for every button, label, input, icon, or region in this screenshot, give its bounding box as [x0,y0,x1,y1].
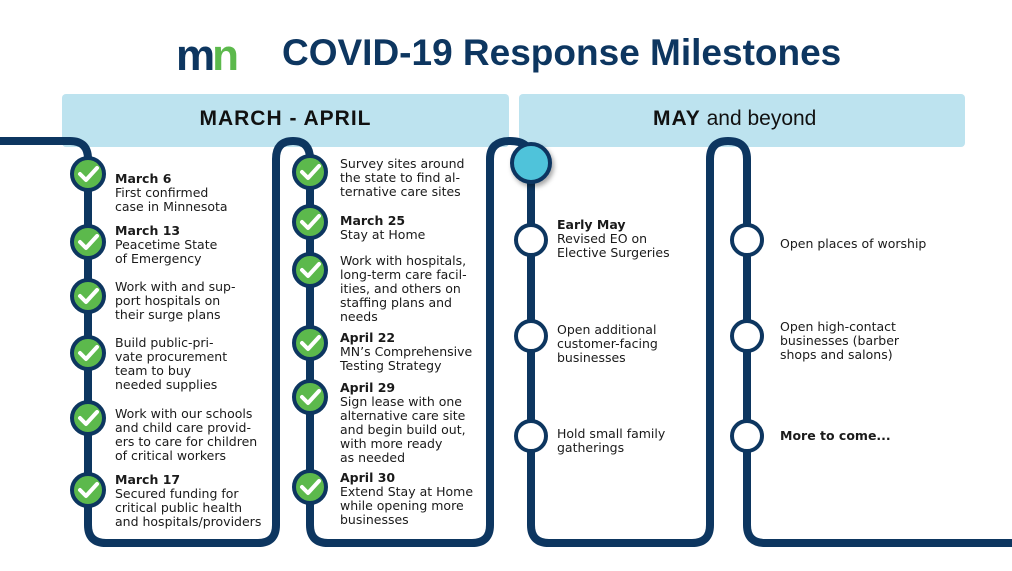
mn-logo: mn [176,34,239,78]
milestone-date: Early May [557,217,626,232]
milestone-text: Build public-pri- vate procurement team … [115,335,228,392]
milestone-text: Revised EO on Elective Surgeries [557,231,670,260]
milestone-text: Work with hospitals, long-term care faci… [340,253,467,324]
open-circle-icon [514,223,548,257]
logo-m: m [176,31,215,80]
open-circle-icon [514,419,548,453]
check-circle-icon [292,379,328,415]
milestone-item: More to come... [780,429,891,443]
open-circle-icon [730,223,764,257]
page-title: COVID-19 Response Milestones [282,32,842,73]
milestone-item: Work with our schools and child care pro… [115,407,257,463]
milestone-item: Build public-pri- vate procurement team … [115,336,227,392]
milestone-text: Survey sites around the state to find al… [340,156,465,199]
check-circle-icon [70,472,106,508]
timeline-line [0,136,1012,547]
check-circle-icon [70,335,106,371]
check-circle-icon [70,224,106,260]
period-header-march-april: MARCH - APRIL [62,94,509,147]
milestone-text: Stay at Home [340,227,426,242]
milestone-date: March 6 [115,171,172,186]
check-circle-icon [292,325,328,361]
period-may: MAY [653,107,701,130]
milestone-date: March 13 [115,223,181,238]
milestone-item: Open places of worship [780,237,926,251]
current-position-marker [510,142,552,184]
check-circle-icon [70,400,106,436]
milestone-text: Hold small family gatherings [557,426,666,455]
check-circle-icon [292,469,328,505]
period-beyond: and beyond [700,107,817,130]
check-circle-icon [292,154,328,190]
milestone-item: Work with hospitals, long-term care faci… [340,254,467,324]
logo-n: n [212,31,239,80]
milestone-text: Secured funding for critical public heal… [115,486,262,529]
check-circle-icon [70,156,106,192]
milestone-item: Open additional customer-facing business… [557,323,658,365]
check-circle-icon [292,204,328,240]
milestone-text: Work with our schools and child care pro… [115,406,258,463]
milestone-date: April 29 [340,380,396,395]
milestone-item: Work with and sup- port hospitals on the… [115,280,236,322]
milestone-item: Hold small family gatherings [557,427,665,455]
milestone-text: First confirmed case in Minnesota [115,185,228,214]
milestone-text: Sign lease with one alternative care sit… [340,394,466,465]
milestone-text: Extend Stay at Home while opening more b… [340,484,474,527]
milestone-text: Open additional customer-facing business… [557,322,658,365]
milestone-date: March 17 [115,472,181,487]
milestone-text: MN’s Comprehensive Testing Strategy [340,344,473,373]
milestone-item: Open high-contact businesses (barber sho… [780,320,899,362]
period-header-may-beyond: MAY and beyond [519,94,965,147]
milestone-text: Peacetime State of Emergency [115,237,218,266]
milestone-date: April 30 [340,470,396,485]
milestone-date: April 22 [340,330,396,345]
milestone-text: Work with and sup- port hospitals on the… [115,279,236,322]
check-circle-icon [292,252,328,288]
milestone-item: Survey sites around the state to find al… [340,157,464,199]
open-circle-icon [514,319,548,353]
milestone-text: Open high-contact businesses (barber sho… [780,319,900,362]
open-circle-icon [730,419,764,453]
milestone-date: March 25 [340,213,406,228]
open-circle-icon [730,319,764,353]
check-circle-icon [70,278,106,314]
milestone-text: Open places of worship [780,236,927,251]
milestone-text: More to come... [780,428,891,443]
